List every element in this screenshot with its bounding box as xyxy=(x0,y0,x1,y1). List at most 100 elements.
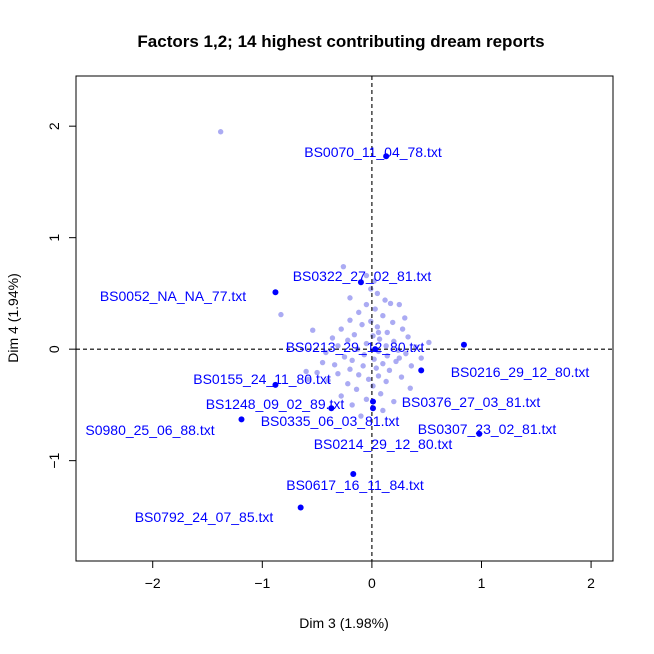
background-point xyxy=(426,339,432,346)
background-point xyxy=(356,372,362,378)
background-point xyxy=(371,278,377,284)
background-point xyxy=(382,297,388,303)
background-point xyxy=(368,318,374,324)
background-point xyxy=(359,321,365,328)
y-tick-label: 2 xyxy=(46,122,62,130)
background-point xyxy=(349,357,355,364)
background-point xyxy=(305,376,312,382)
background-point xyxy=(370,333,376,339)
background-point xyxy=(390,319,396,326)
background-point xyxy=(380,313,386,319)
background-point xyxy=(377,391,384,397)
highlight-point xyxy=(383,153,390,160)
background-point xyxy=(403,350,409,357)
background-point xyxy=(319,359,326,366)
background-point xyxy=(345,381,351,387)
y-tick-label: 0 xyxy=(46,345,62,353)
background-point xyxy=(338,326,344,332)
background-point xyxy=(373,365,379,371)
point-label: BS0307_23_02_81.txt xyxy=(418,421,557,437)
background-point xyxy=(361,352,367,358)
background-point xyxy=(413,344,419,350)
highlight-point xyxy=(476,430,483,437)
background-point xyxy=(325,377,331,384)
background-point xyxy=(303,368,309,375)
highlight-point xyxy=(272,289,279,296)
background-point xyxy=(345,337,351,343)
background-point xyxy=(396,301,402,308)
background-point xyxy=(391,398,397,405)
background-point xyxy=(323,349,329,356)
point-label: BS0335_06_03_81.txt xyxy=(261,413,400,429)
background-point xyxy=(418,355,424,361)
background-point xyxy=(341,354,348,360)
x-tick-label: −2 xyxy=(145,575,161,591)
plot-frame xyxy=(75,75,614,562)
y-axis: −1 0 1 2 xyxy=(46,122,76,469)
background-point xyxy=(384,329,390,336)
background-point xyxy=(360,363,366,369)
background-point xyxy=(335,370,341,377)
background-point xyxy=(331,362,338,368)
background-point xyxy=(399,326,406,332)
background-point xyxy=(347,317,353,323)
background-point xyxy=(383,343,389,349)
highlight-point xyxy=(418,367,425,374)
background-point xyxy=(387,300,394,307)
background-point xyxy=(338,393,344,399)
point-label: BS0214_29_12_80.txt xyxy=(314,436,453,452)
background-point xyxy=(374,290,381,297)
x-axis-label: Dim 3 (1.98%) xyxy=(299,615,388,631)
background-point xyxy=(402,315,408,321)
background-point xyxy=(365,376,372,382)
point-label: BS0155_24_11_80.txt xyxy=(193,371,331,387)
highlight-point xyxy=(460,341,467,348)
point-label: S0980_25_06_88.txt xyxy=(85,422,214,438)
background-point xyxy=(405,334,411,340)
background-point xyxy=(310,327,316,333)
background-point xyxy=(408,363,415,369)
background-point xyxy=(356,309,362,316)
background-point xyxy=(371,356,377,362)
point-label: BS0052_NA_NA_77.txt xyxy=(100,288,246,304)
point-label: BS0322_27_02_81.txt xyxy=(293,268,432,284)
background-point xyxy=(347,295,353,301)
y-axis-label: Dim 4 (1.94%) xyxy=(5,273,21,362)
x-tick-label: 1 xyxy=(478,575,486,591)
highlight-point xyxy=(328,405,335,412)
background-point xyxy=(349,402,355,408)
chart-title: Factors 1,2; 14 highest contributing dre… xyxy=(137,32,544,51)
background-point xyxy=(380,407,386,414)
highlight-point xyxy=(272,381,279,388)
background-point xyxy=(278,311,284,318)
background-point xyxy=(376,336,383,342)
background-point xyxy=(363,396,370,403)
background-point xyxy=(368,286,374,292)
background-point xyxy=(386,367,393,374)
background-point xyxy=(358,413,364,419)
reference-lines-layer xyxy=(76,76,613,561)
background-point xyxy=(391,338,397,345)
highlight-point xyxy=(297,504,304,511)
background-point xyxy=(380,360,386,367)
y-tick-label: 1 xyxy=(46,234,62,242)
x-tick-label: 2 xyxy=(587,575,595,591)
background-point xyxy=(396,355,402,361)
background-point xyxy=(340,263,347,270)
background-point xyxy=(363,301,370,308)
point-label: BS1248_09_02_89.txt xyxy=(206,396,345,412)
background-point xyxy=(393,358,399,365)
y-tick-label: −1 xyxy=(46,452,62,468)
background-point xyxy=(383,378,389,385)
background-point xyxy=(329,335,336,341)
background-points-layer xyxy=(217,129,432,419)
highlight-point xyxy=(350,471,357,478)
point-label: BS0376_27_03_81.txt xyxy=(402,394,541,410)
background-point xyxy=(375,373,382,379)
highlight-point xyxy=(357,279,364,286)
background-point xyxy=(314,369,320,376)
background-point xyxy=(347,366,353,372)
background-point xyxy=(372,306,378,312)
